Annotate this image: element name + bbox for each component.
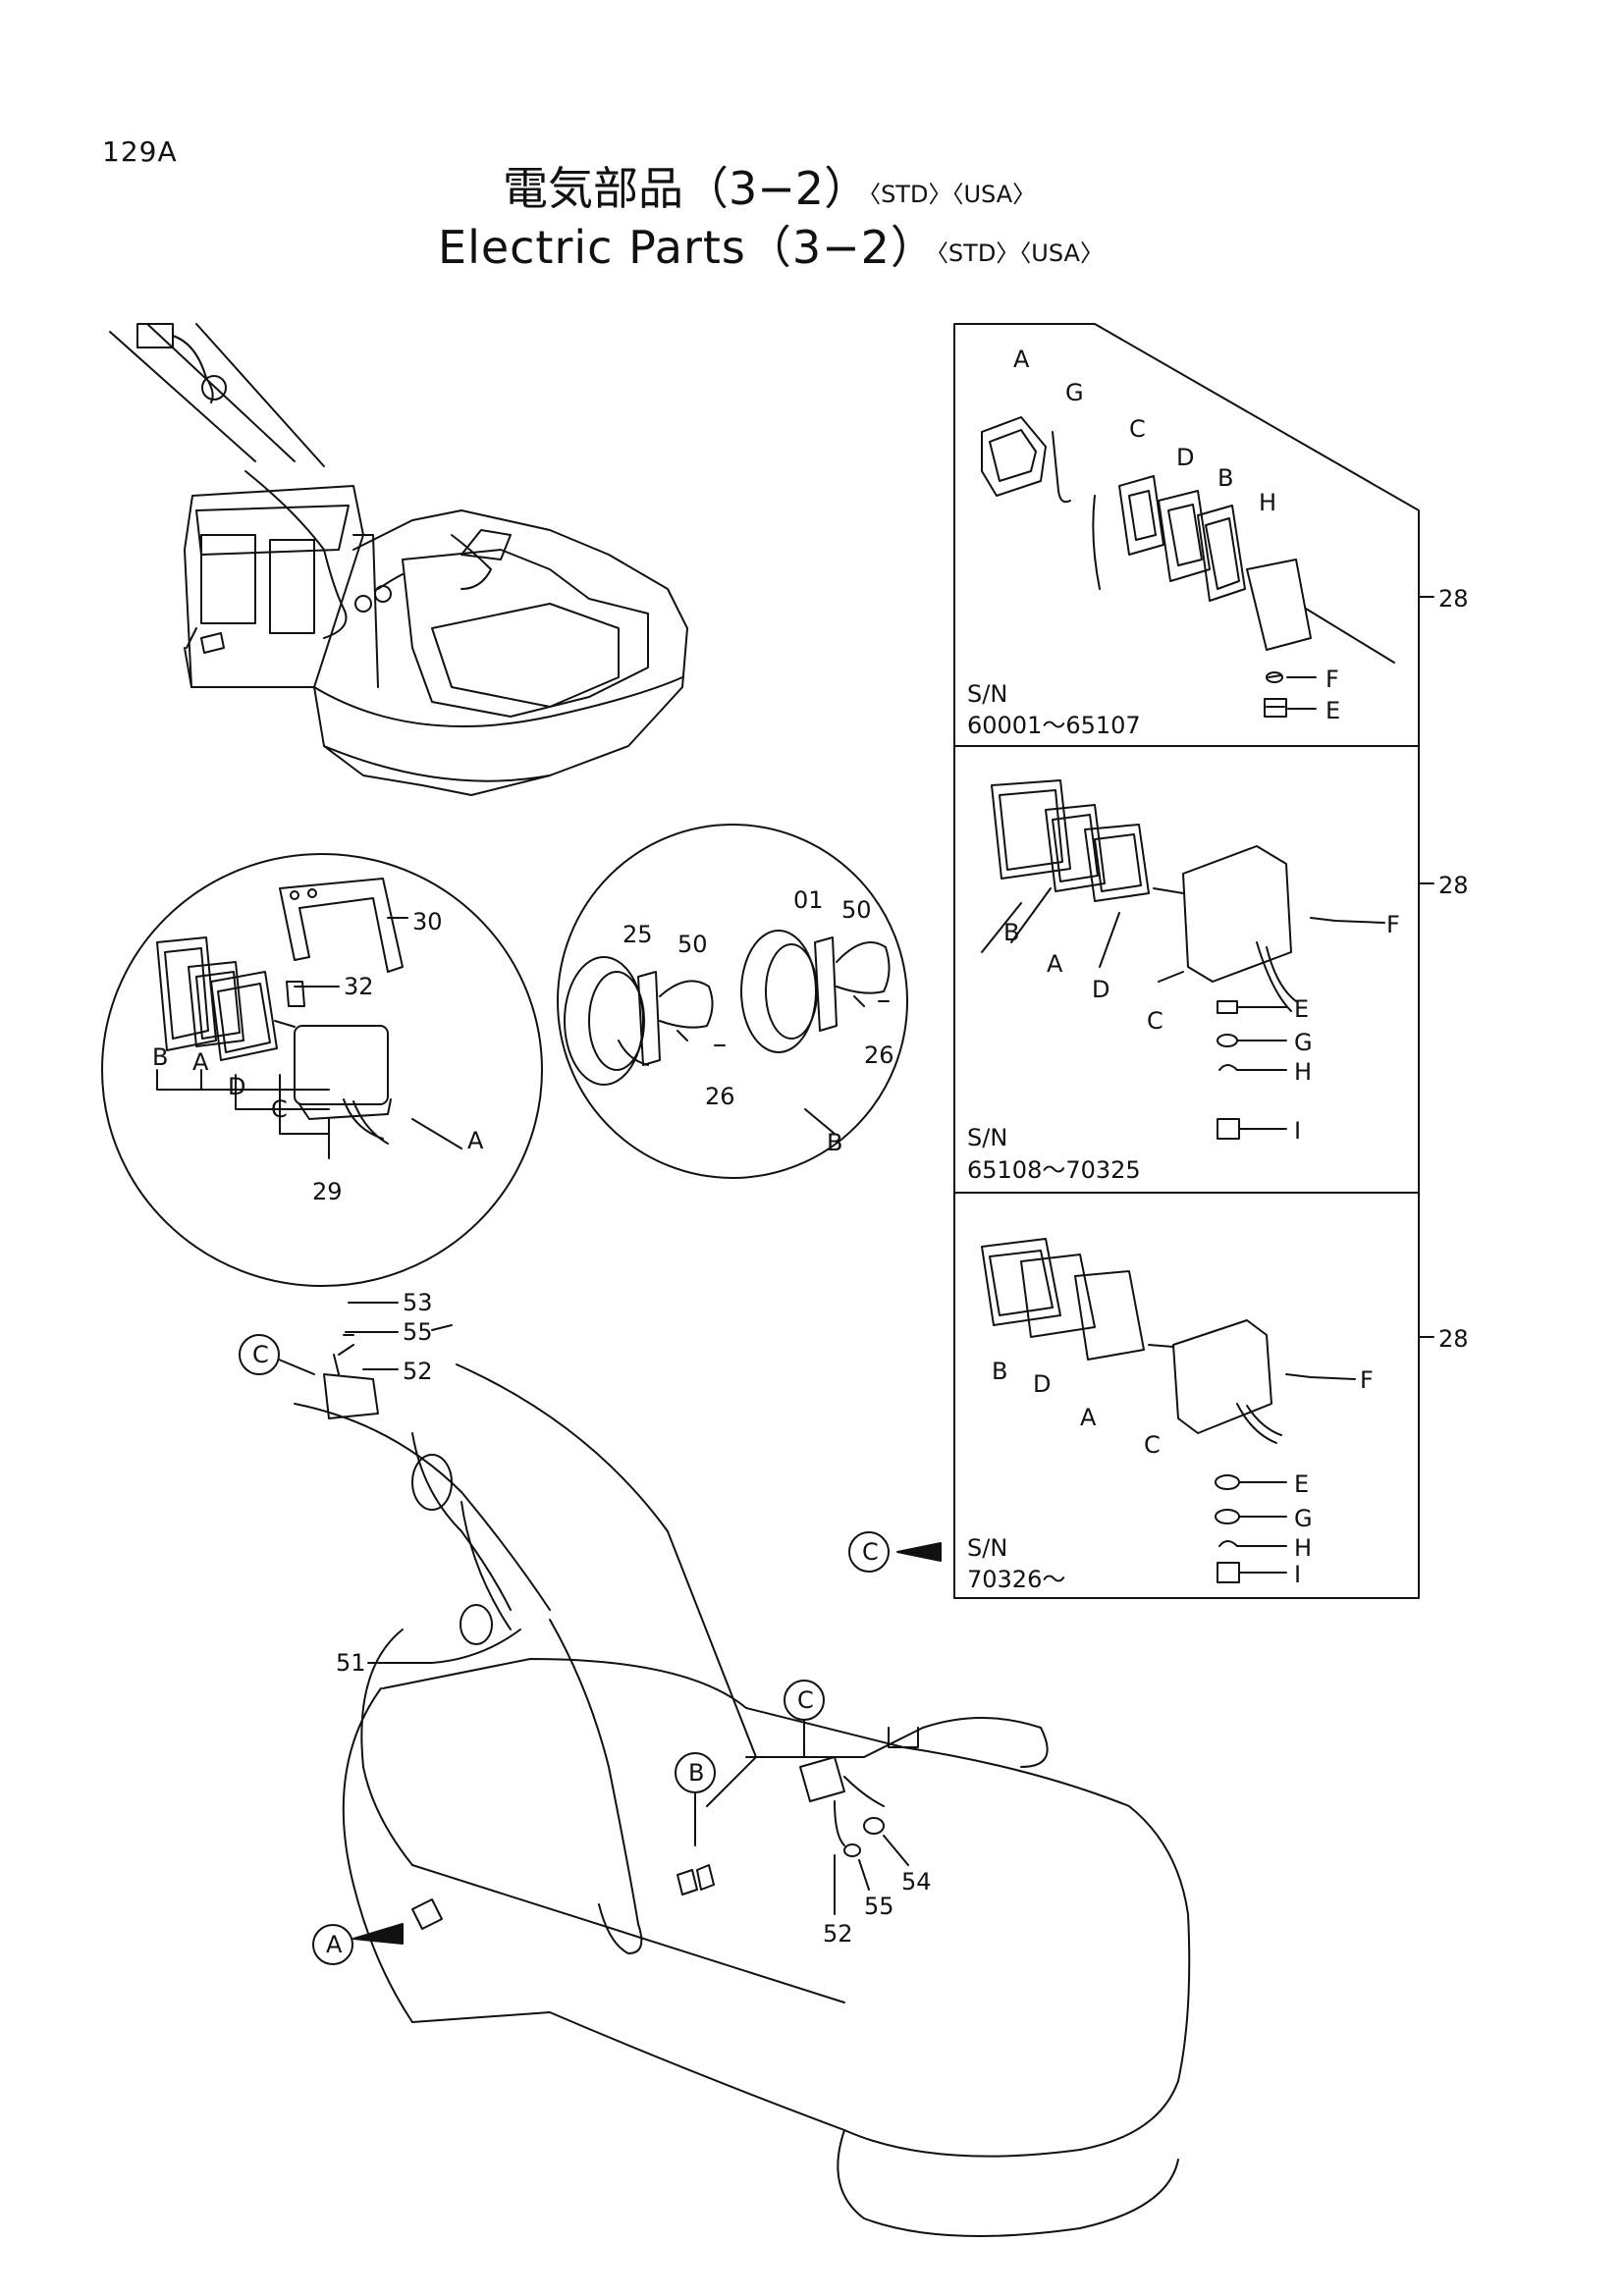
detail-a-part-32: 32: [344, 973, 374, 1000]
main-view-labels: C B C A C 53 55 52 51 52 55 54: [252, 1289, 932, 1958]
title-jp-tags: 〈STD〉〈USA〉: [869, 181, 1037, 208]
detail-a-letter-b: B: [152, 1043, 168, 1071]
page-title-english: Electric Parts（3−2）〈STD〉〈USA〉: [438, 212, 1104, 277]
panel-3-letter-a: A: [1080, 1404, 1097, 1431]
detail-a-part-29: 29: [312, 1178, 343, 1205]
panel-3-labels: B D A C F E G H I 28 S/N 70326～: [967, 1325, 1469, 1593]
detail-b-part-50-right: 50: [841, 896, 872, 924]
panel-3-letter-c: C: [1144, 1431, 1161, 1459]
main-part-53: 53: [403, 1289, 433, 1316]
panel-1-letter-g: G: [1065, 379, 1084, 406]
panel-3-letter-d: D: [1033, 1370, 1051, 1398]
panel-3-letter-f: F: [1360, 1366, 1374, 1394]
callout-c-upper-left: C: [252, 1341, 269, 1368]
title-jp-text: 電気部品（3−2）: [503, 162, 870, 215]
main-part-55-upper: 55: [403, 1318, 433, 1346]
overview-machine-drawing: [109, 323, 688, 796]
detail-b-part-01: 01: [793, 886, 824, 914]
panel-1-labels: A G C D B H F E 28 S/N 60001～65107: [967, 346, 1469, 739]
panel-1-serial-range: 60001～65107: [967, 712, 1141, 739]
panel-2-labels: B A D C F E G H I 28 S/N 65108～70325: [967, 872, 1469, 1184]
panel-2-letter-i: I: [1294, 1117, 1301, 1145]
detail-b-labels: 25 50 26 01 50 26 B: [622, 886, 894, 1156]
variant-panels-drawing: [953, 323, 1434, 1599]
panel-3-serial-label: S/N: [967, 1534, 1007, 1562]
panel-1-letter-h: H: [1259, 489, 1276, 516]
panel-1-serial-label: S/N: [967, 680, 1007, 708]
detail-b-part-25: 25: [622, 921, 653, 948]
panel-2-letter-f: F: [1386, 911, 1400, 938]
detail-a-letter-d: D: [228, 1073, 245, 1100]
main-part-52-upper: 52: [403, 1358, 433, 1385]
page-title-japanese: 電気部品（3−2）〈STD〉〈USA〉: [503, 153, 1036, 218]
detail-b-circle-label: B: [827, 1129, 842, 1156]
callout-b-main: B: [688, 1759, 704, 1787]
page-number: 129A: [102, 135, 178, 168]
panel-2-letter-b: B: [1003, 919, 1019, 946]
callout-c-panel-pointer: C: [862, 1538, 879, 1566]
panel-2-letter-e: E: [1294, 995, 1309, 1023]
detail-b-part-50-left: 50: [677, 931, 708, 958]
panel-3-letter-e: E: [1294, 1470, 1309, 1498]
detail-a-circle-label: A: [467, 1127, 484, 1154]
main-part-52-lower: 52: [823, 1920, 853, 1948]
detail-a-letter-c: C: [271, 1095, 288, 1123]
panel-2-ref: 28: [1438, 872, 1469, 899]
panel-1-letter-d: D: [1176, 444, 1194, 471]
detail-a-leaders: [294, 917, 408, 988]
detail-b-part-26-left: 26: [705, 1083, 735, 1110]
detail-a-labels: 30 32 29 B A D C A: [152, 908, 484, 1205]
panel-1-letter-b: B: [1217, 464, 1233, 492]
panel-3-ref: 28: [1438, 1325, 1469, 1353]
callout-c-main: C: [797, 1686, 814, 1714]
panel-3-letter-b: B: [992, 1358, 1007, 1385]
panel-3-letter-i: I: [1294, 1561, 1301, 1588]
detail-b-part-26-right: 26: [864, 1041, 894, 1069]
title-en-tags: 〈STD〉〈USA〉: [936, 240, 1104, 267]
panel-2-serial-range: 65108～70325: [967, 1156, 1141, 1184]
panel-2-serial-label: S/N: [967, 1124, 1007, 1151]
panel-2-letter-h: H: [1294, 1058, 1312, 1086]
panel-3-letter-g: G: [1294, 1505, 1313, 1532]
detail-a-drawing: [101, 853, 543, 1287]
panel-2-letter-d: D: [1092, 976, 1109, 1003]
main-part-55-lower: 55: [864, 1893, 894, 1920]
callout-a-main: A: [326, 1931, 343, 1958]
panel-2-letter-g: G: [1294, 1029, 1313, 1056]
detail-a-letter-a: A: [192, 1048, 209, 1076]
panel-2-letter-c: C: [1147, 1007, 1163, 1035]
detail-a-part-30: 30: [412, 908, 443, 935]
callout-circles: [239, 1334, 942, 1965]
main-machine-drawing: [294, 1324, 1191, 2237]
panel-3-letter-h: H: [1294, 1534, 1312, 1562]
panel-1-letter-f: F: [1325, 666, 1339, 693]
main-part-54: 54: [901, 1868, 932, 1896]
title-en-text: Electric Parts（3−2）: [438, 221, 937, 274]
panel-1-letter-c: C: [1129, 415, 1146, 443]
panel-2-letter-a: A: [1047, 950, 1063, 978]
panel-1-letter-e: E: [1325, 697, 1340, 724]
detail-b-drawing: [557, 824, 908, 1179]
main-part-51: 51: [336, 1649, 366, 1677]
panel-1-ref: 28: [1438, 585, 1469, 613]
panel-3-serial-range: 70326～: [967, 1566, 1065, 1593]
main-view-leaders: [345, 1302, 909, 1915]
panel-1-letter-a: A: [1013, 346, 1030, 373]
